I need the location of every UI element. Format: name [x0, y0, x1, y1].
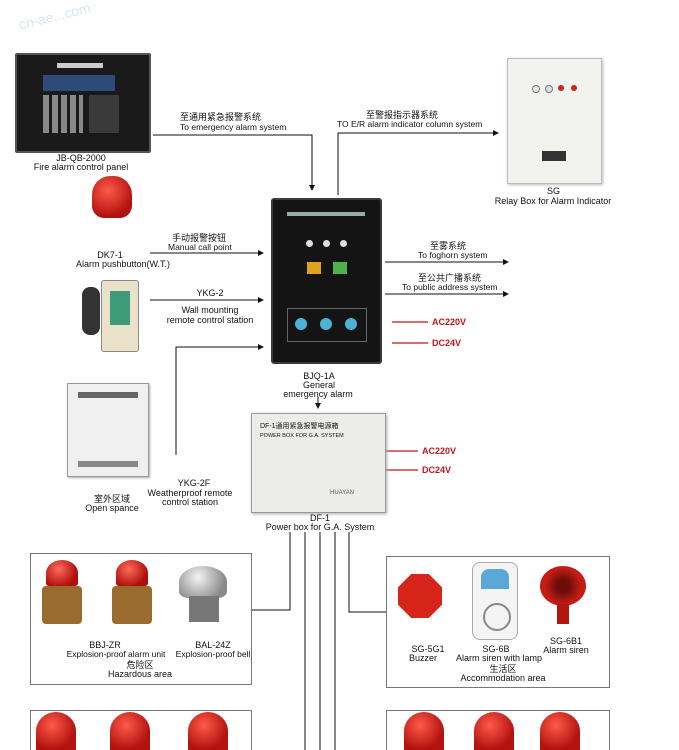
- dk7-name: Alarm pushbutton(W.T.): [75, 259, 171, 269]
- bjq-button-1: [295, 318, 307, 330]
- bjq-button-panel: [287, 308, 367, 342]
- bjq-led-1: [306, 240, 313, 247]
- accom-en: Accommodation area: [460, 673, 546, 683]
- ykg2f-plate-top: [78, 392, 138, 398]
- df1-brand: HUAYAN: [330, 490, 355, 496]
- foghorn-en: To foghorn system: [418, 250, 488, 260]
- manual-zh: 手动报警按钮: [172, 233, 227, 243]
- alarm-siren: [540, 566, 586, 626]
- df1-plate-zh: DF-1通用紧急报警电源箱: [260, 423, 339, 430]
- panel-keypad: [43, 95, 83, 133]
- explosion-proof-alarm-1: [40, 560, 84, 626]
- panel-display: [43, 75, 115, 91]
- bjq-switch-amber: [307, 262, 321, 274]
- wire-df1-hazard: [250, 532, 291, 611]
- panel-header-plate: [57, 63, 103, 68]
- power-box: DF-1通用紧急报警电源箱 POWER BOX FOR G.A. SYSTEM …: [251, 413, 386, 513]
- jb-name: Fire alarm control panel: [33, 162, 129, 172]
- foghorn-zh: 至雾系统: [430, 241, 467, 251]
- pa-zh: 至公共广播系统: [418, 273, 482, 283]
- bal-name: Explosion-proof bell: [175, 649, 251, 659]
- explosion-proof-alarm-2: [110, 560, 154, 626]
- panel-indicators: [89, 95, 119, 133]
- ykg2-model: YKG-2: [196, 288, 224, 298]
- bjq-title-plate: [287, 212, 365, 216]
- bjq-led-3: [340, 240, 347, 247]
- ykg2f-name1: Weatherproof remote: [147, 488, 233, 498]
- sg6b-model: SG-6B: [482, 644, 510, 654]
- buzzer: [398, 574, 442, 618]
- bjq-switch-green: [333, 262, 347, 274]
- bbj-name: Explosion-proof alarm unit: [66, 649, 166, 659]
- jb-model: JB-QB-2000: [56, 153, 106, 163]
- lower-alarm-2: [110, 712, 150, 750]
- er-en: TO E/R alarm indicator column system: [337, 119, 483, 129]
- dc-label-2: DC24V: [422, 465, 452, 475]
- bjq-button-2: [320, 318, 332, 330]
- dk7-model: DK7-1: [97, 250, 123, 260]
- df1-model: DF-1: [310, 513, 330, 523]
- sg5g1-model: SG-5G1: [411, 644, 445, 654]
- sg6b1-name: Alarm siren: [543, 645, 589, 655]
- handset-icon: [82, 287, 100, 335]
- relay-lamp-4: [571, 85, 577, 91]
- df1-plate-en: POWER BOX FOR G.A. SYSTEM: [260, 433, 344, 439]
- lower-alarm-5: [474, 712, 514, 750]
- sg-model: SG: [546, 186, 560, 196]
- wire-jb-bjq: [153, 134, 315, 191]
- ac-label-1: AC220V: [432, 317, 467, 327]
- ykg2f-plate-bottom: [78, 461, 138, 467]
- general-emergency-alarm: [271, 198, 382, 364]
- dc-label-1: DC24V: [432, 338, 462, 348]
- ykg2-name1: Wall mounting: [181, 305, 239, 315]
- bjq-led-2: [323, 240, 330, 247]
- ykg2-name2: remote control station: [166, 315, 254, 325]
- emergency-zh: 至通用紧急报警系统: [180, 112, 262, 122]
- ykg2f-name2: control station: [161, 497, 219, 507]
- df1-name: Power box for G.A. System: [265, 522, 375, 532]
- manual-en: Manual call point: [168, 242, 232, 252]
- accom-zh: 生活区: [489, 664, 517, 674]
- open-zone-zh: 室外区域: [93, 494, 130, 504]
- wire-bjq-sg: [337, 130, 499, 195]
- ykg2f-model: YKG-2F: [177, 478, 211, 488]
- lower-alarm-1: [36, 712, 76, 750]
- alarm-pushbutton: [92, 176, 132, 218]
- bjq-name1: General: [302, 380, 336, 390]
- open-zone-en: Open spance: [85, 503, 139, 513]
- lower-alarm-4: [404, 712, 444, 750]
- lower-alarm-3: [188, 712, 228, 750]
- hazard-zh: 危险区: [126, 660, 154, 670]
- bjq-button-3: [345, 318, 357, 330]
- station-window: [110, 291, 130, 325]
- lower-alarm-6: [540, 712, 580, 750]
- relay-lamp-2: [545, 85, 553, 93]
- relay-lamp-1: [532, 85, 540, 93]
- relay-lamp-3: [558, 85, 564, 91]
- bjq-name2: emergency alarm: [283, 389, 353, 399]
- weatherproof-remote-station: [67, 383, 149, 477]
- bbj-model: BBJ-ZR: [89, 640, 121, 650]
- er-zh: 至警报指示器系统: [366, 110, 439, 120]
- sg5g1-name: Buzzer: [408, 653, 437, 663]
- sg-name: Relay Box for Alarm Indicator: [494, 196, 612, 206]
- wire-df1-accom: [348, 532, 386, 613]
- bjq-model: BJQ-1A: [303, 371, 335, 381]
- fire-alarm-control-panel: [15, 53, 151, 153]
- sg6b1-model: SG-6B1: [549, 636, 582, 646]
- wire-ykg2f: [175, 344, 264, 455]
- relay-box: [507, 58, 602, 184]
- relay-nameplate: [542, 151, 566, 161]
- explosion-proof-bell: [175, 566, 233, 624]
- sg6b-name: Alarm siren with lamp: [455, 653, 543, 663]
- wall-remote-station: [82, 280, 139, 352]
- pa-en: To public address system: [402, 282, 498, 292]
- hazard-en: Hazardous area: [107, 669, 173, 679]
- ac-label-2: AC220V: [422, 446, 457, 456]
- alarm-siren-with-lamp: [472, 562, 518, 640]
- bal-model: BAL-24Z: [195, 640, 231, 650]
- emergency-en: To emergency alarm system: [180, 122, 287, 132]
